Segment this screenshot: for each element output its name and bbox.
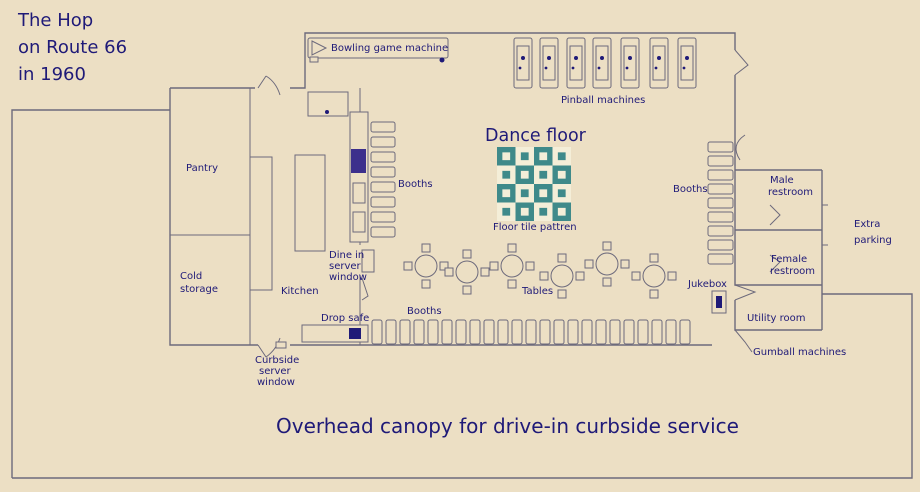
table-group [444,249,490,295]
table-group [489,243,535,289]
floor-tile-inner [520,207,529,216]
cold-storage-label-2: storage [180,284,218,295]
pinball-machine [649,37,669,89]
cold-storage-label-1: Cold [180,271,202,282]
drop-safe: Drop safe [301,313,369,343]
kitchen-fixtures [249,91,375,291]
floor-tile-inner [557,189,566,198]
floor-tile-inner [539,152,548,161]
pantry-label: Pantry [186,163,218,174]
pinball-machines: Pinball machines [513,37,697,106]
floor-tile-inner [539,189,548,198]
floor-tile-inner [539,170,548,179]
title-line-1: The Hop [17,10,93,31]
tables-label: Tables [521,286,553,297]
floor-tile-inner [557,170,566,179]
booths-left: Booths [370,121,433,238]
dance-floor-label: Dance floor [485,126,587,146]
pinball-machine [620,37,640,89]
utility-room-label: Utility room [747,313,805,324]
extra-parking-label-2: parking [854,235,892,246]
gumball-label: Gumball machines [753,347,846,358]
male-restroom-label-1: Male [770,175,794,186]
pinball-label: Pinball machines [561,95,645,106]
table-group [584,241,630,287]
floor-tile-label: Floor tile pattren [493,222,577,233]
pinball-machine [513,37,533,89]
floor-tile-inner [502,170,511,179]
canopy-label: Overhead canopy for drive-in curbside se… [276,414,739,438]
table-group [631,253,677,299]
male-restroom-label-2: restroom [768,187,813,198]
booths-bottom-label: Booths [407,306,442,317]
title-line-3: in 1960 [18,64,86,85]
floor-tile-inner [520,170,529,179]
booths-right: Booths [673,141,734,265]
booths-bottom: Booths [371,306,691,345]
curbside-label-1: Curbside [255,355,299,366]
canopy-outline [11,109,913,479]
curbside-window-marker [275,341,287,349]
floor-tile-inner [502,152,511,161]
table-group [539,253,585,299]
dine-in-label-1: Dine in [329,250,364,261]
floor-tile-inner [557,207,566,216]
kitchen-label: Kitchen [281,286,319,297]
pinball-machine [566,37,586,89]
bowling-label: Bowling game machine [331,43,448,54]
female-restroom-label-1: Female [771,254,807,265]
table-group [403,243,449,289]
jukebox: Jukebox [687,279,727,314]
gumball-leader [734,329,753,353]
curbside-label-2: server [259,366,292,377]
floor-tile-inner [557,152,566,161]
pinball-machine [539,37,559,89]
title-line-2: on Route 66 [18,37,127,58]
floor-tile-pattern [497,147,571,221]
pinball-machine [592,37,612,89]
female-restroom-label-2: restroom [770,266,815,277]
floor-tile-inner [520,152,529,161]
curbside-label-3: window [257,377,295,388]
floor-tile-inner [502,189,511,198]
dine-in-label-3: window [329,272,367,283]
door-swings [257,49,781,358]
booths-left-label: Booths [398,179,433,190]
dine-in-label-2: server [329,261,362,272]
pinball-machine [677,37,697,89]
extra-parking-label-1: Extra [854,219,880,230]
kitchen-appliance [351,149,366,173]
floor-tile-inner [502,207,511,216]
drop-safe-label: Drop safe [321,313,369,324]
booths-right-label: Booths [673,184,708,195]
floor-tile-inner [520,189,529,198]
floor-tile-inner [539,207,548,216]
bowling-machine: Bowling game machine [307,37,449,63]
jukebox-label: Jukebox [687,279,727,290]
